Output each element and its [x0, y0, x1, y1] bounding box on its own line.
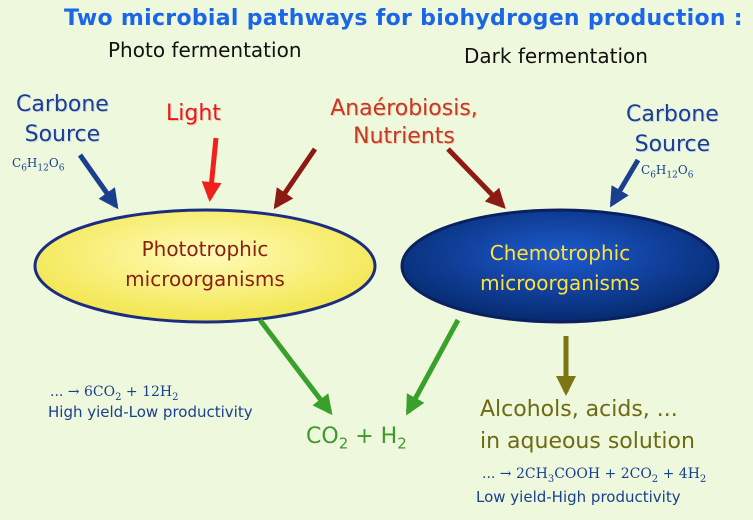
glucose-formula-right: C6H12O6: [641, 163, 694, 181]
dark-fermentation-label: Dark fermentation: [464, 44, 648, 68]
carbone-right-line1: Carbone: [626, 102, 719, 127]
anaerobiosis-line2: Nutrients: [353, 124, 455, 149]
anaerobiosis-label: Anaérobiosis, Nutrients: [314, 95, 494, 151]
photo-yield: High yield-Low productivity: [48, 403, 253, 421]
chemotrophic-line1: Chemotrophic: [489, 241, 631, 265]
dark-yield: Low yield-High productivity: [476, 488, 681, 506]
photo-output-arrow: [258, 318, 333, 416]
phototrophic-line1: Phototrophic: [141, 237, 269, 261]
liquid-products-line1: Alcohols, acids, ...: [480, 397, 678, 422]
diagram-title: Two microbial pathways for biohydrogen p…: [64, 6, 743, 31]
carbone-left-line2: Source: [24, 122, 101, 147]
carbone-source-left: Carbone Source: [16, 90, 109, 150]
carbone-source-right: Carbone Source: [626, 100, 719, 160]
carbone-right-arrow: [609, 158, 641, 208]
chemo-gas-output-arrow: [405, 318, 461, 416]
carbone-left-arrow: [77, 153, 119, 210]
glucose-formula-left: C6H12O6: [12, 156, 65, 174]
chemotrophic-line2: microorganisms: [480, 271, 640, 295]
anaerobiosis-photo-arrow: [273, 147, 318, 210]
photo-fermentation-label: Photo fermentation: [108, 38, 302, 62]
carbone-right-line2: Source: [634, 132, 711, 157]
phototrophic-ellipse: [33, 208, 377, 324]
dark-equation: ... → 2CH3COOH + 2CO2 + 4H2: [482, 466, 707, 485]
liquid-products: Alcohols, acids, ... in aqueous solution: [480, 394, 695, 458]
light-label: Light: [166, 101, 221, 126]
light-arrow: [201, 137, 222, 202]
anaerobiosis-chemo-arrow: [446, 147, 506, 209]
chemotrophic-ellipse: [400, 208, 720, 324]
photo-equation: ... → 6CO2 + 12H2: [50, 384, 179, 403]
co2-h2-products: CO2 + H2: [306, 424, 407, 453]
carbone-left-line1: Carbone: [16, 92, 109, 117]
liquid-products-line2: in aqueous solution: [480, 429, 695, 454]
chemotrophic-label: Chemotrophic microorganisms: [440, 238, 680, 298]
anaerobiosis-line1: Anaérobiosis,: [330, 96, 478, 121]
phototrophic-line2: microorganisms: [125, 267, 285, 291]
phototrophic-label: Phototrophic microorganisms: [85, 234, 325, 294]
